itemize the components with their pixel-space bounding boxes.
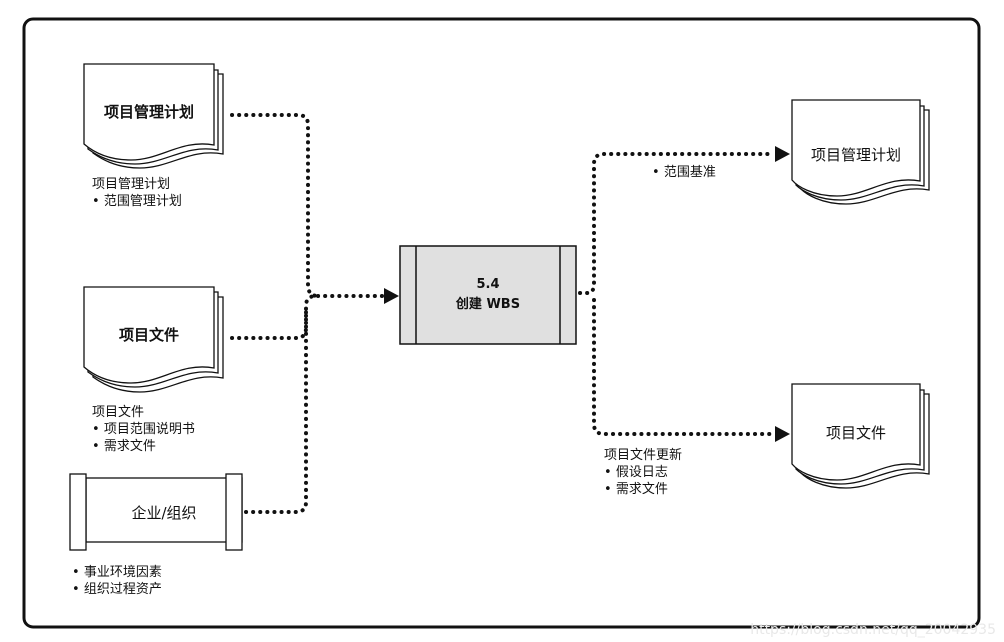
- connector-input-plan: [230, 113, 320, 298]
- process-name: 创建 WBS: [455, 297, 521, 312]
- output-docs-title: 项目文件: [825, 424, 886, 442]
- output-docs-note: 假设日志: [604, 464, 668, 482]
- input-plan-notes-heading: 项目管理计划: [92, 177, 171, 192]
- output-plan-title: 项目管理计划: [810, 146, 901, 164]
- input-docs-title: 项目文件: [118, 326, 179, 344]
- process-number: 5.4: [476, 277, 500, 292]
- watermark: https://blog.csdn.net/qq_20042935: [750, 622, 996, 638]
- connector-input-docs: [230, 294, 318, 340]
- input-plan-note: 范围管理计划: [92, 193, 182, 211]
- output-docs-note: 需求文件: [604, 481, 668, 499]
- output-plan-note: 范围基准: [652, 164, 716, 182]
- input-docs-note: 需求文件: [92, 438, 156, 456]
- input-document-project-management-plan[interactable]: [83, 63, 224, 169]
- output-docs-notes-heading: 项目文件更新: [604, 448, 683, 463]
- input-enterprise-note: 组织过程资产: [72, 581, 162, 599]
- input-plan-title: 项目管理计划: [103, 103, 194, 121]
- input-enterprise-organization[interactable]: [69, 473, 243, 551]
- input-docs-note: 项目范围说明书: [92, 421, 195, 439]
- connector-process-out-docs: [592, 298, 772, 436]
- input-document-project-documents[interactable]: [83, 286, 224, 393]
- process-box[interactable]: [399, 245, 577, 345]
- arrowhead-to-output-docs: [775, 426, 790, 442]
- arrowhead-to-process: [384, 288, 399, 304]
- arrowhead-to-output-plan: [775, 146, 790, 162]
- input-enterprise-title: 企业/组织: [131, 504, 197, 522]
- input-enterprise-note: 事业环境因素: [72, 564, 162, 582]
- output-document-project-management-plan[interactable]: [791, 99, 930, 205]
- input-docs-notes-heading: 项目文件: [92, 405, 145, 420]
- connector-input-enterprise: [244, 304, 308, 514]
- diagram-frame: [22, 17, 981, 629]
- output-document-project-documents[interactable]: [791, 383, 930, 489]
